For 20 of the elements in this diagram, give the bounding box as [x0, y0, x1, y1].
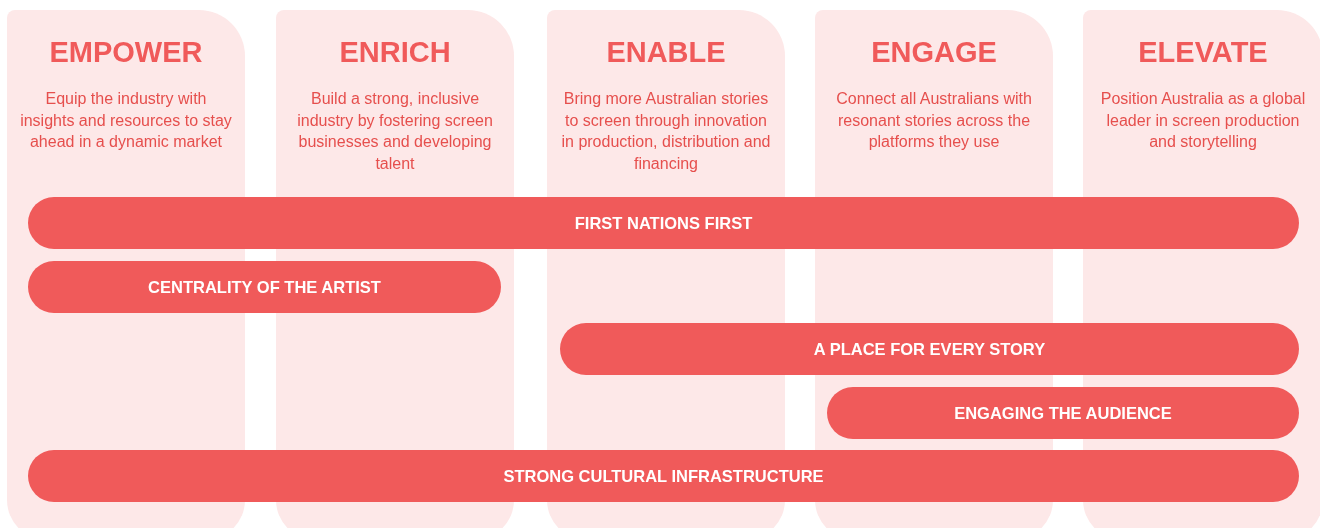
bar-label: A PLACE FOR EVERY STORY	[813, 339, 1046, 359]
column-heading: ELEVATE	[1138, 36, 1268, 69]
principle-bar	[28, 450, 1299, 502]
column-description: Build a strong, inclusive industry by fostering screen businesses and developing talent	[296, 89, 494, 174]
column-heading: ENRICH	[339, 36, 451, 69]
bar-label: CENTRALITY OF THE ARTIST	[148, 277, 381, 297]
principle-bar	[827, 387, 1299, 439]
principle-bar	[28, 197, 1299, 249]
bar-label: FIRST NATIONS FIRST	[574, 213, 753, 233]
column-description: Equip the industry with insights and resources to stay ahead in a dynamic market	[19, 89, 233, 152]
column-heading: ENGAGE	[871, 36, 997, 69]
column-description: Bring more Australian stories to screen through innovation in production, distribution and financing	[560, 89, 772, 174]
column-description: Connect all Australians with resonant stories across the platforms they use	[835, 89, 1033, 152]
column-description: Position Australia as a global leader in screen production and storytelling	[1099, 89, 1307, 152]
bar-label: ENGAGING THE AUDIENCE	[954, 403, 1172, 423]
column-heading: EMPOWER	[49, 36, 203, 69]
column-heading: ENABLE	[606, 36, 726, 69]
principle-bar	[28, 261, 501, 313]
bar-label: STRONG CULTURAL INFRASTRUCTURE	[503, 466, 824, 486]
principle-bar	[560, 323, 1299, 375]
